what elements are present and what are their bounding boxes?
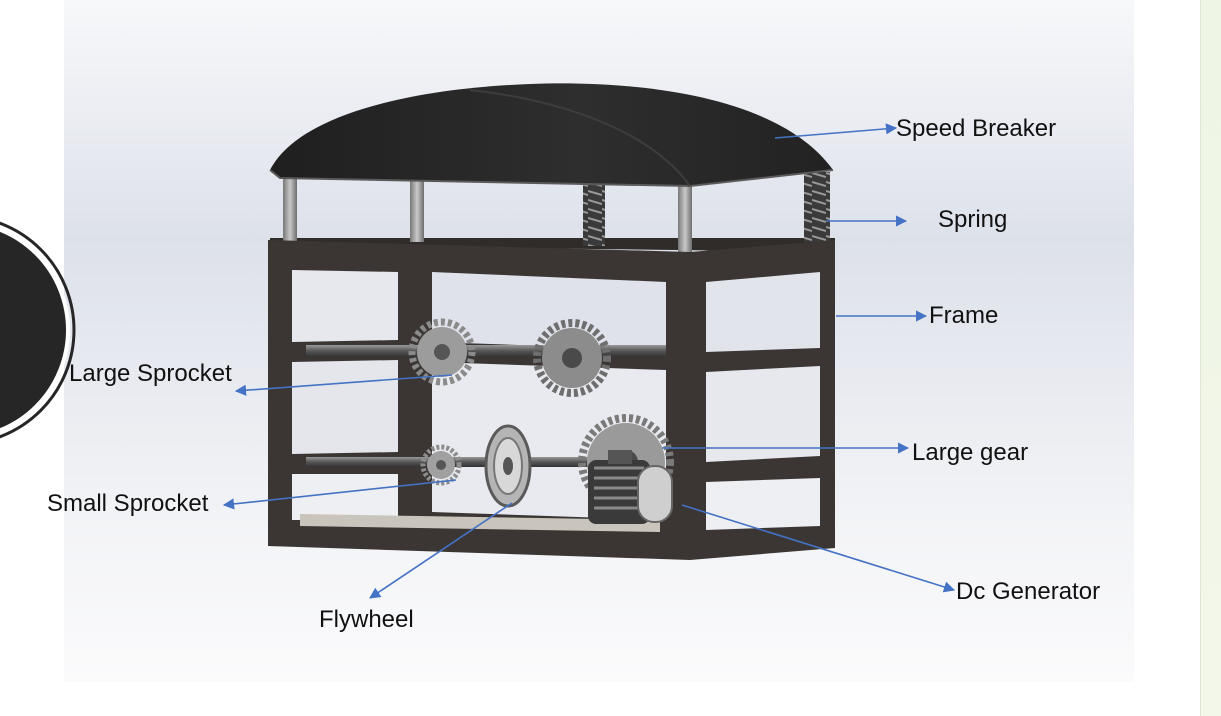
label-flywheel: Flywheel [319,606,414,633]
spring-coil [804,172,830,242]
label-speed-breaker: Speed Breaker [896,115,1057,142]
support-rod [283,172,297,242]
flywheel-disc [484,424,532,508]
speed-breaker-hump [270,83,833,186]
support-rod [410,172,424,242]
label-large-sprocket: Large Sprocket [69,360,232,387]
side-panel-strip [1200,0,1221,716]
label-frame: Frame [929,302,999,329]
dc-generator [588,450,673,524]
lower-shaft [306,457,606,467]
arrow-dc-generator [681,504,956,593]
arrow-small-sprocket [222,479,457,510]
label-large-gear: Large gear [912,439,1029,466]
small-sprocket [420,444,462,486]
label-dc-generator: Dc Generator [956,578,1101,605]
label-small-sprocket: Small Sprocket [47,490,209,517]
label-spring: Spring [938,206,1008,233]
callout-arrows [222,123,956,599]
arrow-large-sprocket [234,374,453,396]
machine-model [268,83,835,560]
upper-gear [533,319,611,397]
support-rod [678,172,692,252]
upper-shaft [306,345,666,357]
arrow-speed-breaker [774,123,898,139]
large-sprocket [408,318,476,386]
decorative-circle [0,227,70,433]
spring-coil [583,168,605,246]
arrow-flywheel [369,502,513,599]
